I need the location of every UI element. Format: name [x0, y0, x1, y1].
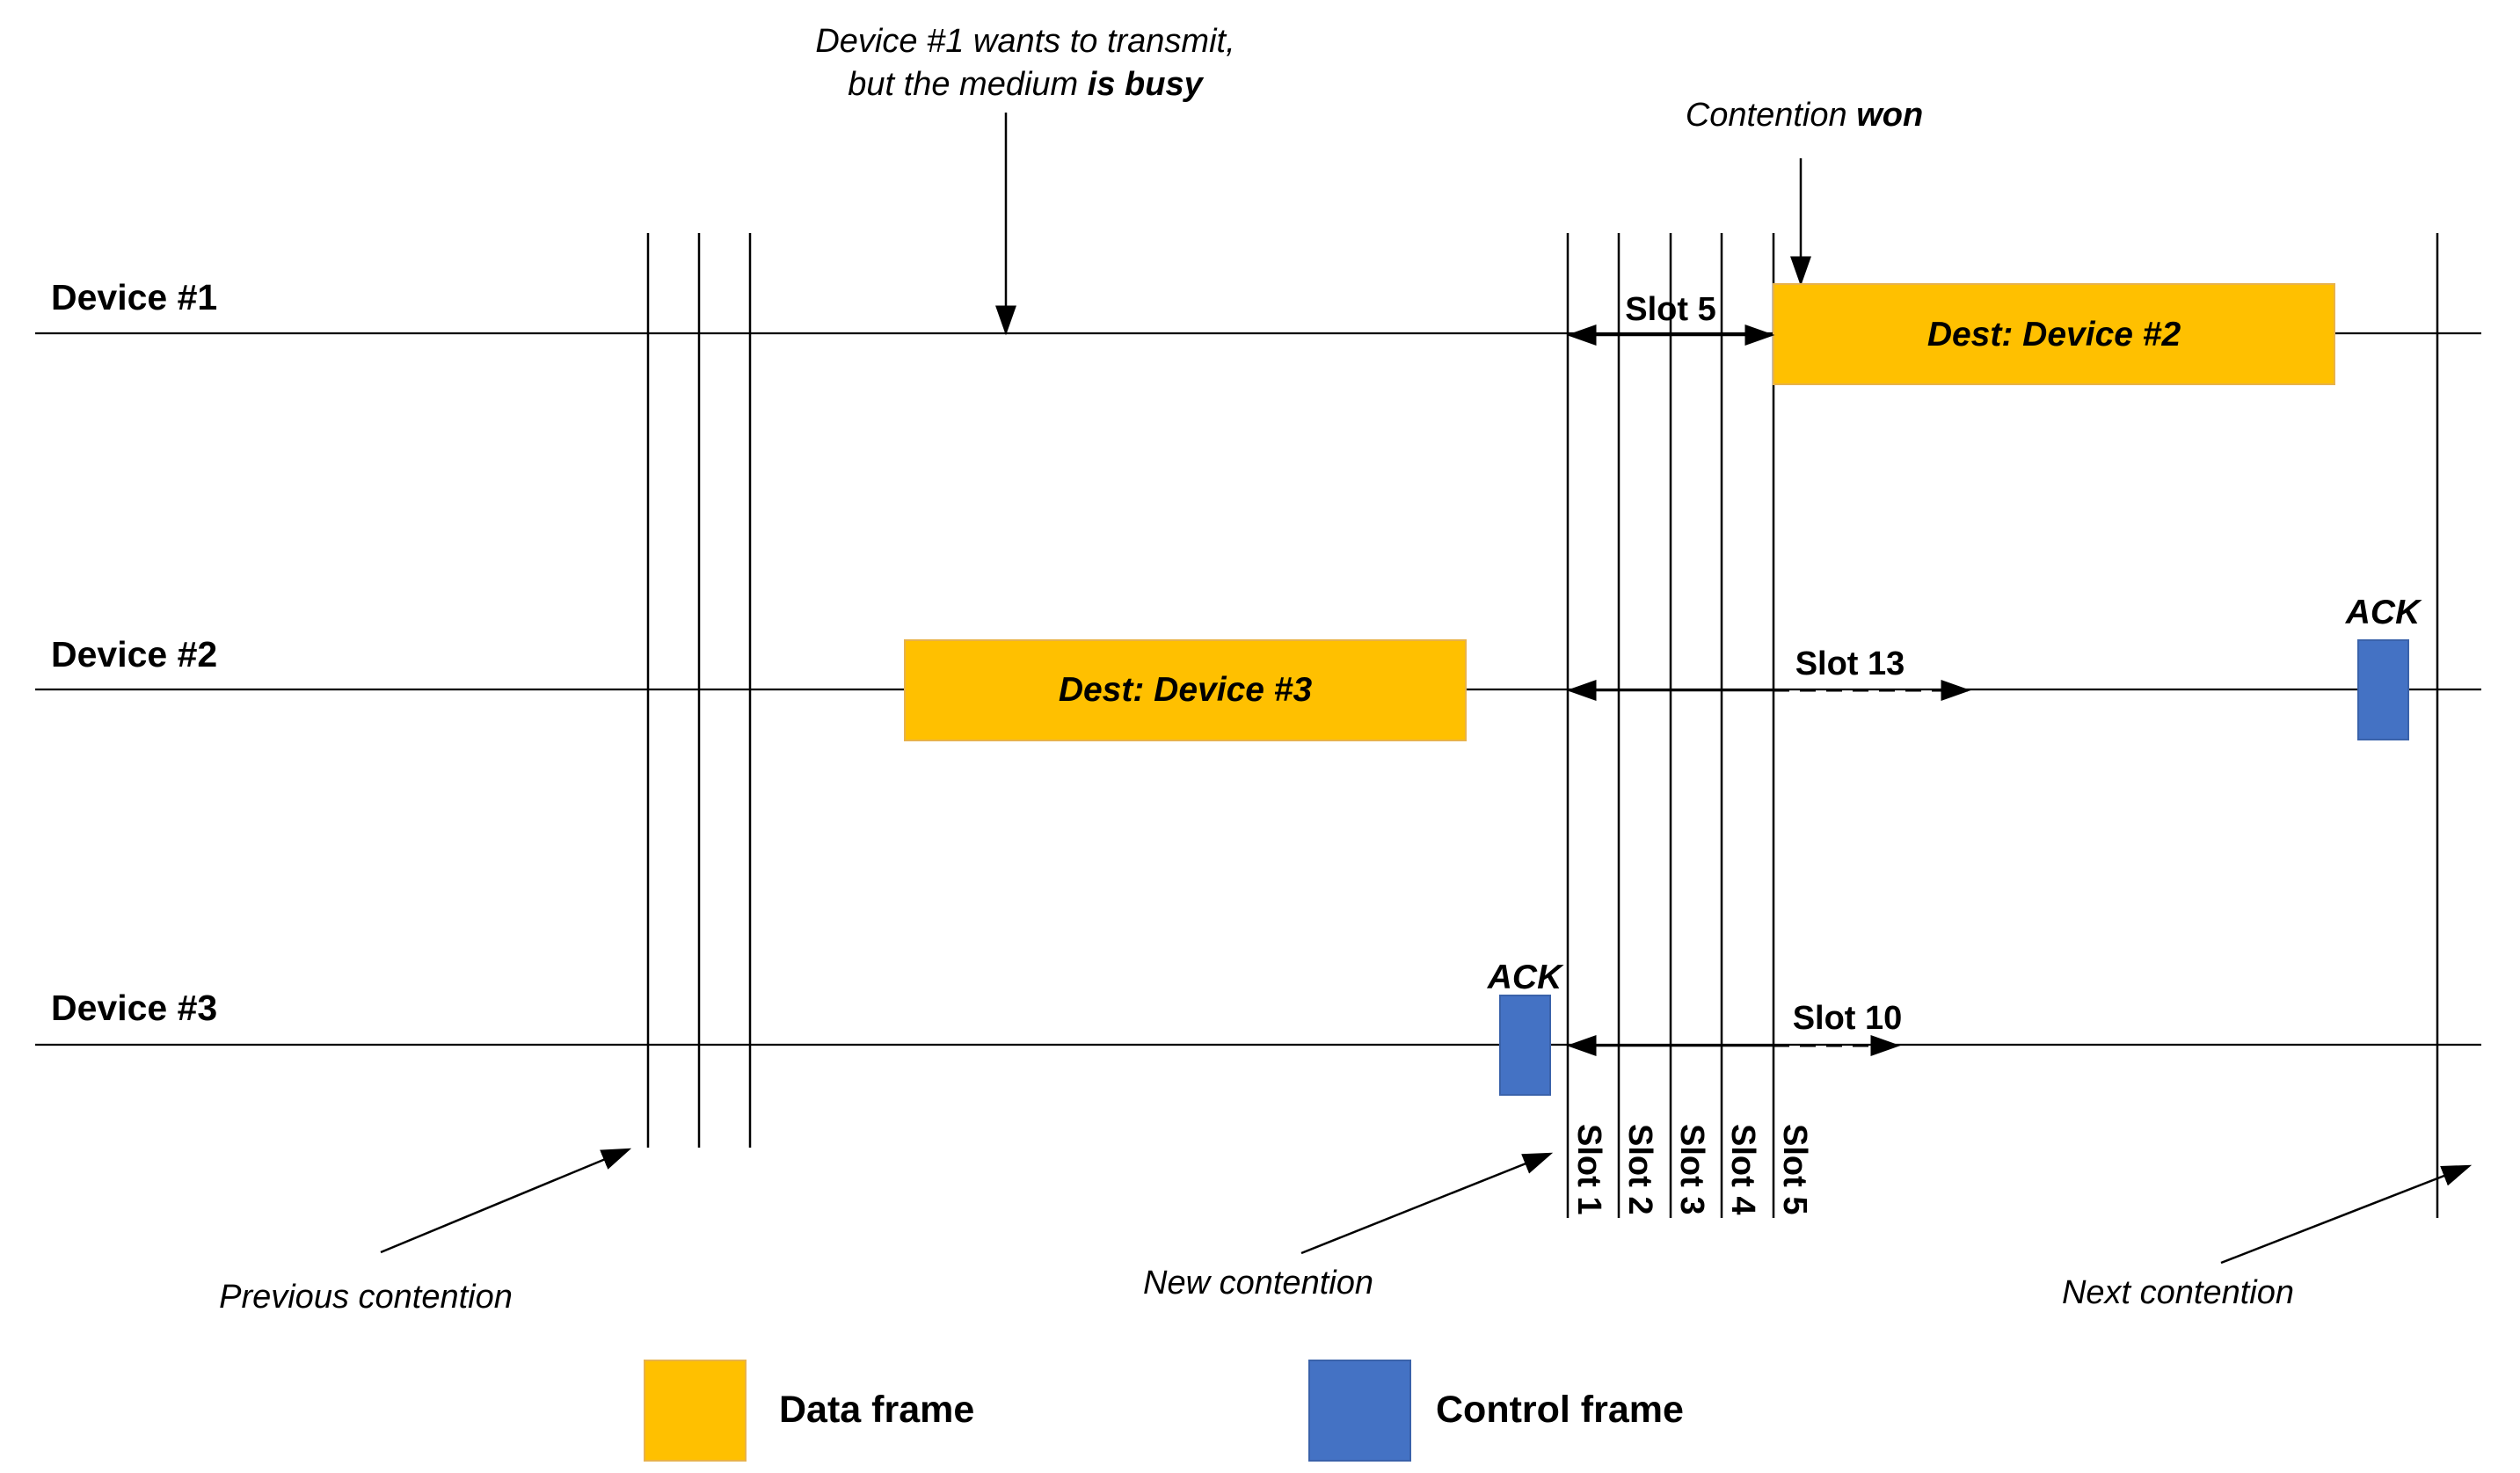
device-2-label: Device #2	[51, 634, 217, 675]
slot-boundary-lines	[1566, 233, 1775, 1218]
slot-5-label: Slot 5	[1776, 1124, 1813, 1214]
legend-data-frame-swatch	[644, 1360, 747, 1462]
previous-contention-arrow	[380, 1148, 632, 1254]
ack-label: ACK	[1487, 959, 1564, 996]
slot-1-label: Slot 1	[1570, 1124, 1607, 1214]
device-1-label: Device #1	[51, 277, 217, 317]
data-frame-box	[904, 639, 1467, 741]
slot-4-label: Slot 4	[1724, 1124, 1761, 1214]
medium-busy-annotation-line2: but the medium is busy	[848, 66, 1204, 103]
device-1-backoff-label: Slot 5	[1625, 291, 1715, 328]
data-frame-label: Dest: Device #3	[1059, 671, 1313, 709]
control-frame-box	[2357, 639, 2409, 740]
legend-data-frame-label: Data frame	[779, 1389, 974, 1431]
legend: Data frame Control frame	[644, 1360, 1684, 1462]
slot-3-label: Slot 3	[1673, 1124, 1710, 1214]
device-1-data-frame: Dest: Device #2	[1773, 283, 2335, 385]
data-frame-box	[1773, 283, 2335, 385]
device-3-label: Device #3	[51, 988, 217, 1028]
device-2-data-frame: Dest: Device #3	[904, 639, 1467, 741]
previous-contention-label: Previous contention	[219, 1279, 513, 1316]
device-2-backoff-label: Slot 13	[1795, 645, 1905, 682]
ack-label: ACK	[2345, 594, 2422, 631]
new-contention-arrow	[1300, 1152, 1554, 1255]
contention-won-annotation: Contention won	[1686, 97, 1923, 134]
slot-labels: Slot 1 Slot 2 Slot 3 Slot 4 Slot 5	[1570, 1124, 1813, 1214]
next-contention-label: Next contention	[2062, 1274, 2294, 1311]
previous-contention-lines	[646, 233, 752, 1148]
legend-control-frame-swatch	[1308, 1360, 1411, 1462]
data-frame-label: Dest: Device #2	[1927, 316, 2181, 354]
device-3-ack-frame: ACK	[1487, 959, 1564, 1096]
medium-busy-annotation-line1: Device #1 wants to transmit,	[815, 23, 1235, 60]
next-contention-arrow	[2220, 1164, 2473, 1265]
slot-2-label: Slot 2	[1621, 1124, 1658, 1214]
control-frame-box	[1499, 995, 1551, 1096]
device-3-backoff-label: Slot 10	[1793, 1000, 1903, 1037]
new-contention-label: New contention	[1143, 1265, 1373, 1302]
device-2-ack-frame: ACK	[2345, 594, 2422, 740]
legend-control-frame-label: Control frame	[1436, 1389, 1684, 1431]
